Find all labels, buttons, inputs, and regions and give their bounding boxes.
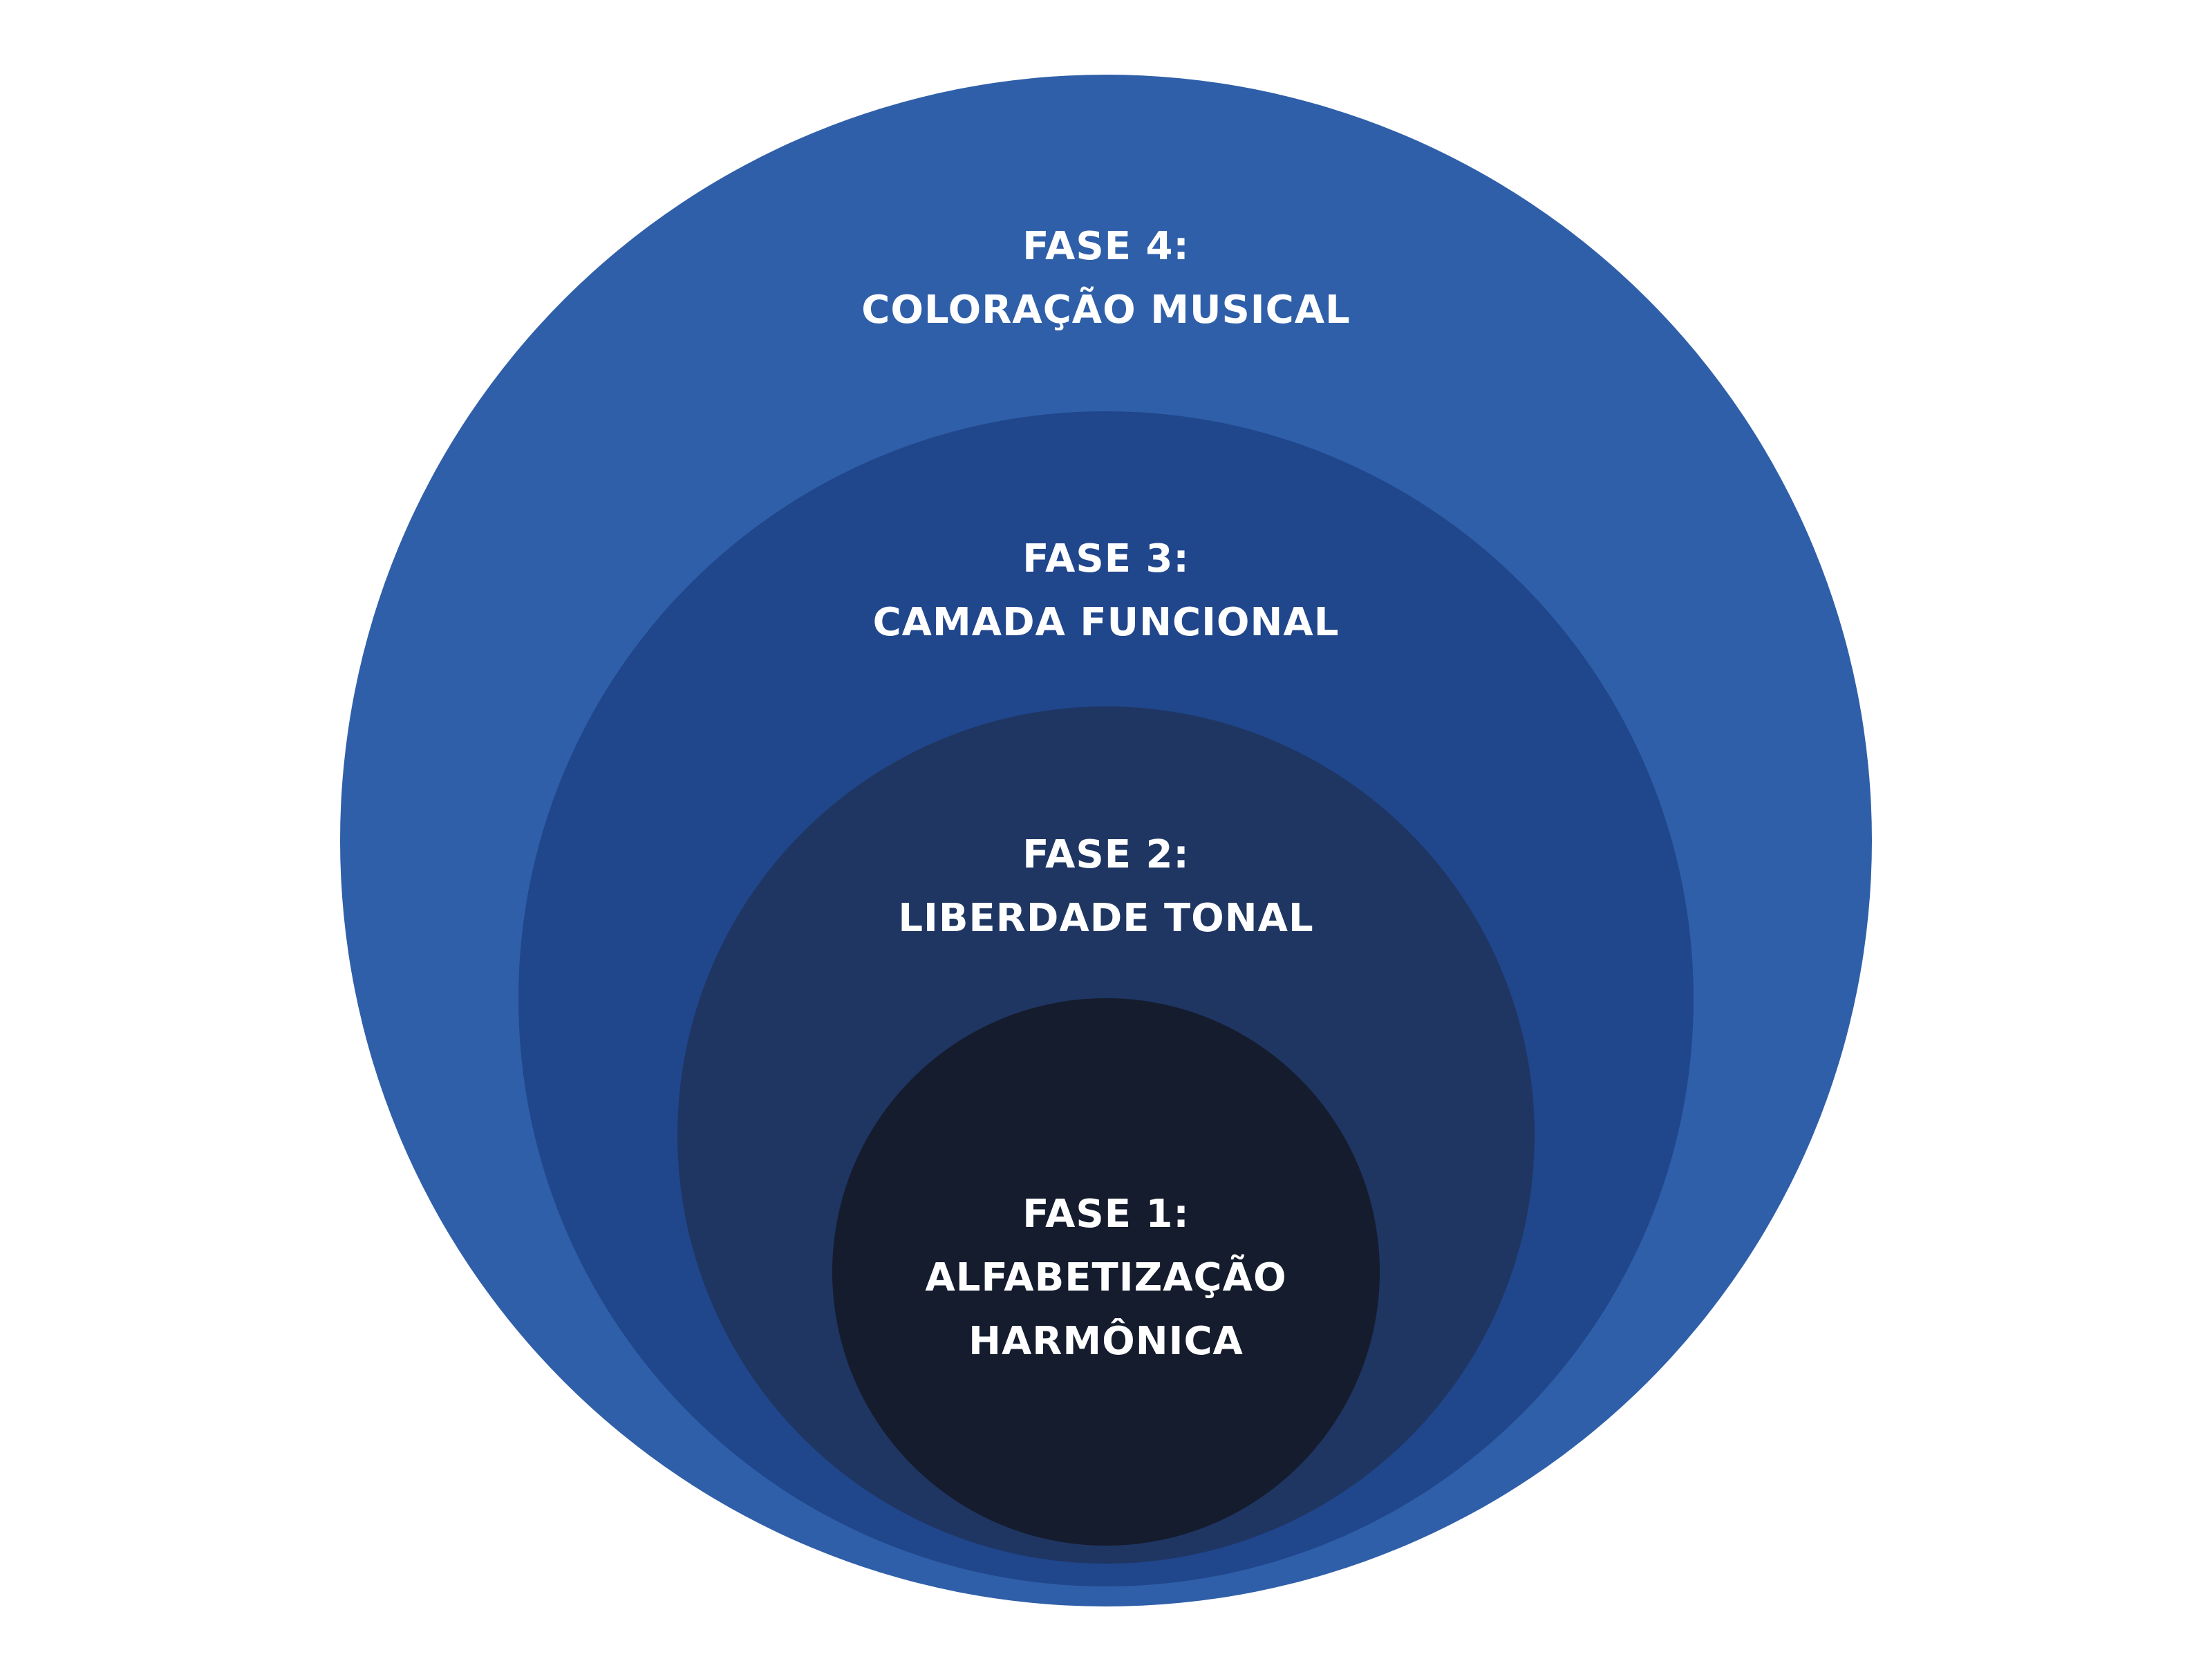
phase-1-subtitle-line-2: HARMÔNICA [968, 1319, 1244, 1364]
phase-3-subtitle: CAMADA FUNCIONAL [873, 600, 1340, 645]
phase-1-subtitle-line-1: ALFABETIZAÇÃO [925, 1255, 1286, 1300]
phase-4-title: FASE 4: [1022, 224, 1190, 269]
phase-1-title: FASE 1: [1022, 1192, 1190, 1237]
phase-3-title: FASE 3: [1022, 536, 1190, 581]
phase-1-circle [832, 998, 1380, 1546]
phase-2-title: FASE 2: [1022, 832, 1190, 877]
phase-4-subtitle: COLORAÇÃO MUSICAL [861, 287, 1350, 332]
phase-2-subtitle: LIBERDADE TONAL [898, 896, 1313, 941]
